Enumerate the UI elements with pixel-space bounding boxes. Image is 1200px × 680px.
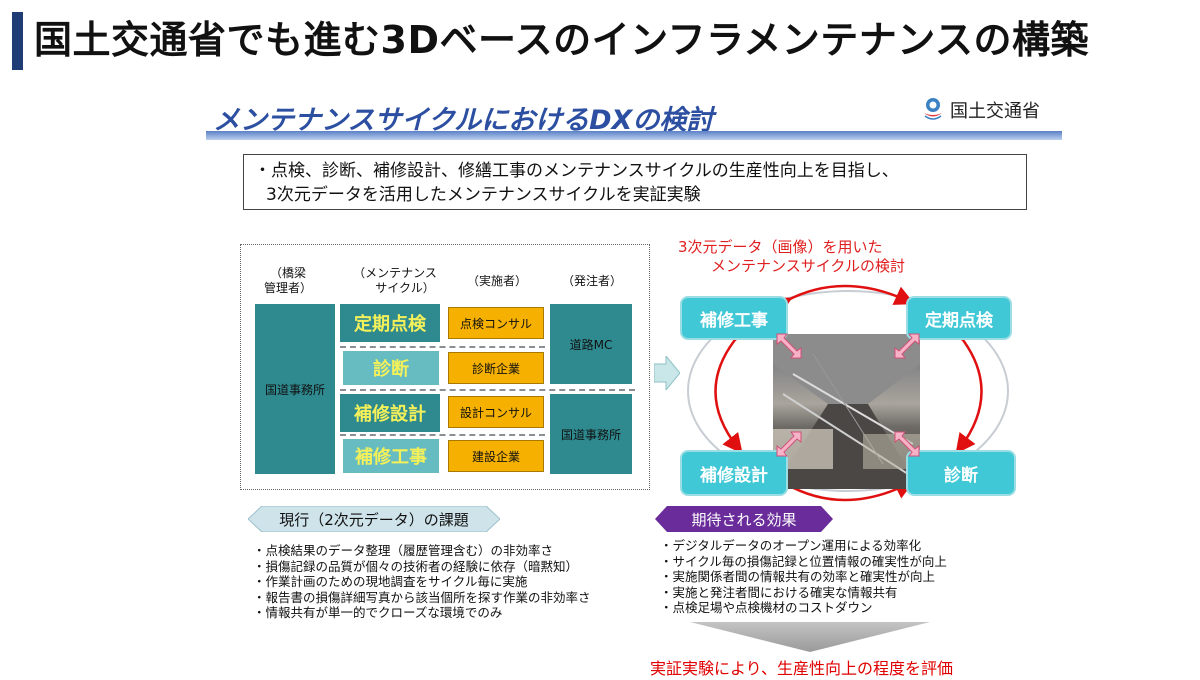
list-item: ・点検結果のデータ整理（履歴管理含む）の非効率さ — [253, 543, 554, 558]
header-client: （発注者） — [561, 274, 622, 288]
header-cycle-line2: サイクル） — [375, 281, 435, 295]
issues-list: ・点検結果のデータ整理（履歴管理含む）の非効率さ ・損傷記録の品質が個々の技術者… — [253, 543, 591, 621]
effects-title: 期待される効果 — [691, 510, 797, 529]
cycle-node-repair-design: 補修設計 — [680, 450, 788, 496]
bridge-manager-box: 国道事務所 — [255, 304, 335, 474]
cycle-arrows — [687, 284, 1009, 502]
header-cycle: （メンテナンス サイクル） — [340, 266, 450, 296]
link-arrow-icon — [894, 333, 920, 359]
row-divider — [340, 434, 545, 436]
summary-box: ・点検、診断、補修設計、修繕工事のメンテナンスサイクルの生産性向上を目指し、 3… — [243, 154, 1027, 210]
cycle-node-inspection: 定期点検 — [906, 296, 1012, 340]
header-accent-bar — [12, 12, 23, 70]
issues-banner: 現行（2次元データ）の課題 — [248, 506, 500, 532]
list-item: ・報告書の損傷詳細写真から該当個所を探す作業の非効率さ — [253, 589, 591, 605]
effects-banner: 期待される効果 — [655, 506, 833, 532]
link-arrow-icon — [776, 431, 802, 457]
implementer-design-consultant: 設計コンサル — [448, 396, 544, 428]
summary-line-1: ・点検、診断、補修設計、修繕工事のメンテナンスサイクルの生産性向上を目指し、 — [254, 161, 899, 181]
implementer-diagnosis-company: 診断企業 — [448, 352, 544, 384]
ministry-logo-group: 国土交通省 — [922, 96, 1040, 124]
cycle-step-diagnosis: 診断 — [343, 351, 439, 385]
effects-list: ・デジタルデータのオープン運用による効率化 ・サイクル毎の損傷記録と位置情報の確… — [660, 538, 947, 616]
client-office-label: 国道事務所 — [560, 427, 621, 442]
implementer-inspection-consultant: 点検コンサル — [448, 307, 544, 339]
list-item: ・点検足場や点検機材のコストダウン — [660, 600, 873, 615]
link-arrow-icon — [776, 333, 802, 359]
link-arrow-icon — [894, 431, 920, 457]
header-cycle-line1: （メンテナンス — [353, 266, 437, 280]
summary-line-2: 3次元データを活用したメンテナンスサイクルを実証実験 — [266, 185, 701, 205]
proposed-title-line2: メンテナンスサイクルの検討 — [711, 257, 905, 275]
mlit-logo-icon — [922, 96, 944, 124]
slide-title: メンテナンスサイクルにおけるDXの検討 — [213, 105, 714, 136]
cycle-step-repair-design: 補修設計 — [340, 394, 440, 432]
right-arrow-icon — [653, 354, 681, 394]
list-item: ・実施関係者間の情報共有の効率と確実性が向上 — [660, 569, 936, 584]
down-arrow-icon — [690, 622, 930, 652]
implementer-construction-company: 建設企業 — [448, 440, 544, 472]
cycle-node-diagnosis: 診断 — [906, 450, 1016, 496]
row-divider — [340, 346, 545, 348]
list-item: ・情報共有が単一的でクローズな環境でのみ — [253, 605, 503, 620]
current-process-diagram — [240, 244, 650, 490]
list-item: ・損傷記録の品質が個々の技術者の経験に依存（暗黙知） — [253, 558, 579, 574]
cycle-step-repair-work: 補修工事 — [343, 439, 439, 473]
cycle-node-repair-work: 補修工事 — [680, 296, 788, 340]
header-bridge-line1: （橋梁 — [269, 266, 306, 280]
header-implementer: （実施者） — [466, 274, 527, 288]
client-national-road-office-box: 国道事務所 — [550, 394, 632, 474]
header-bridge-manager: （橋梁 管理者） — [258, 266, 318, 296]
ministry-name: 国土交通省 — [950, 101, 1040, 122]
proposed-title-line1: 3次元データ（画像）を用いた — [678, 238, 883, 256]
slide-title-underline — [206, 131, 1062, 140]
issues-title: 現行（2次元データ）の課題 — [279, 510, 469, 529]
conclusion-text: 実証実験により、生産性向上の程度を評価 — [650, 659, 954, 678]
page-title: 国土交通省でも進む3Dベースのインフラメンテナンスの構築 — [34, 18, 1090, 62]
row-divider — [340, 389, 635, 391]
bridge-manager-label: 国道事務所 — [264, 382, 325, 397]
list-item: ・サイクル毎の損傷記録と位置情報の確実性が向上 — [660, 553, 947, 569]
client-road-mc-box: 道路MC — [550, 304, 632, 384]
client-road-mc-label: 道路MC — [569, 337, 613, 352]
list-item: ・デジタルデータのオープン運用による効率化 — [660, 538, 922, 553]
cycle-step-inspection: 定期点検 — [340, 304, 440, 342]
list-item: ・実施と発注者間における確実な情報共有 — [660, 584, 898, 600]
list-item: ・作業計画のための現地調査をサイクル毎に実施 — [253, 574, 528, 589]
header-bridge-line2: 管理者） — [263, 281, 312, 295]
